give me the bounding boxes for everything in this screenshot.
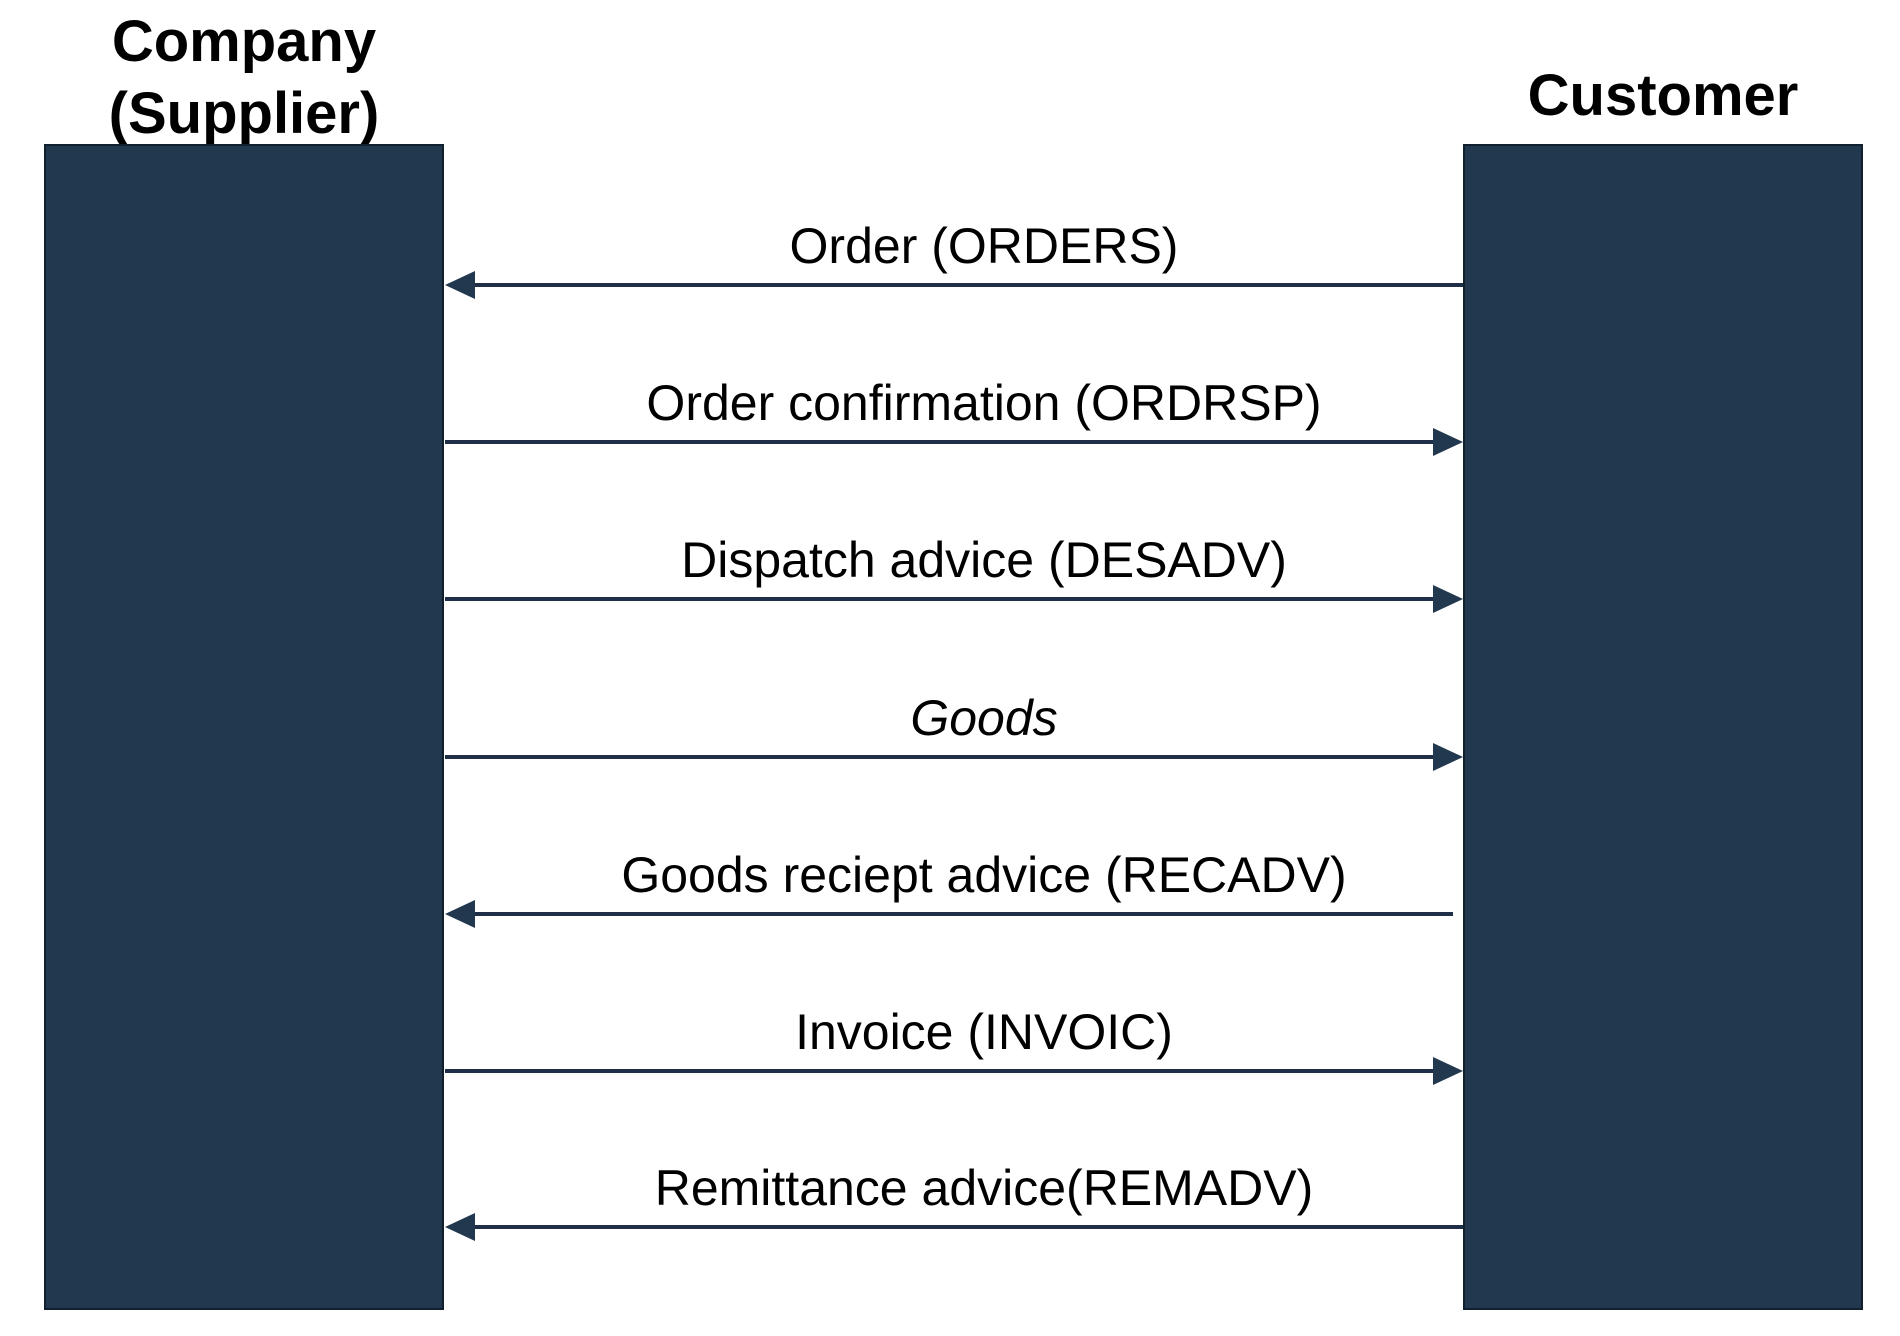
message-arrow-line [471,1225,1463,1229]
supplier-lifeline-bar [44,144,444,1310]
supplier-title: Company (Supplier) [34,6,454,150]
message-label: Dispatch advice (DESADV) [681,532,1287,588]
supplier-title-line1: Company [111,9,377,74]
supplier-title-line2: (Supplier) [108,81,380,146]
message-label: Invoice (INVOIC) [795,1004,1173,1060]
message-label: Remittance advice(REMADV) [654,1160,1314,1216]
message-arrow-line [445,597,1437,601]
arrowhead-right-icon [1433,743,1463,771]
arrowhead-left-icon [445,271,475,299]
message-label: Order (ORDERS) [789,218,1179,274]
customer-lifeline-bar [1463,144,1863,1310]
message-label: Goods [910,690,1058,746]
arrowhead-left-icon [445,1213,475,1241]
arrowhead-left-icon [445,900,475,928]
customer-title-line1: Customer [1527,63,1799,128]
customer-title: Customer [1453,60,1873,132]
arrowhead-right-icon [1433,428,1463,456]
message-arrow-line [445,755,1437,759]
arrowhead-right-icon [1433,1057,1463,1085]
message-label: Order confirmation (ORDRSP) [646,375,1322,431]
message-arrow-line [445,440,1437,444]
message-arrow-line [471,912,1453,916]
arrowhead-right-icon [1433,585,1463,613]
message-label: Goods reciept advice (RECADV) [621,847,1347,903]
message-arrow-line [471,283,1463,287]
message-arrow-line [445,1069,1437,1073]
